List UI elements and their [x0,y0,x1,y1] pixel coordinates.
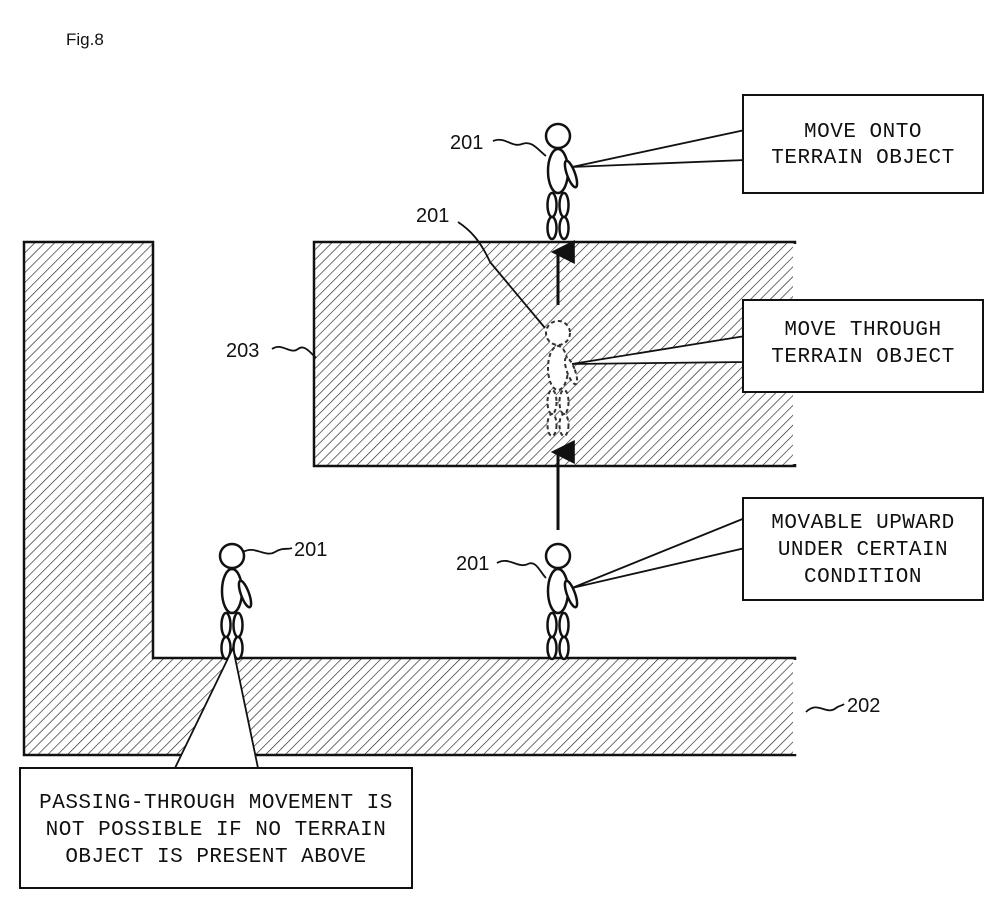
callout-move-onto-line1: MOVE ONTO [804,121,922,144]
leader-line-202 [805,703,845,713]
callout-move-through-line2: TERRAIN OBJECT [771,346,954,369]
label-203: 203 [226,340,259,362]
callout-move-through-box [742,299,984,393]
callout-movable-upward-line3: CONDITION [804,566,922,589]
callout-move-onto-pointer [571,128,746,168]
callout-movable-upward-box [742,497,984,601]
callout-passing-through-line2: NOT POSSIBLE IF NO TERRAIN [46,819,387,842]
label-201-ghost: 201 [416,205,449,227]
callout-passing-through-box [19,767,413,889]
person-figure-icon [544,122,579,241]
callout-passing-through-line3: OBJECT IS PRESENT ABOVE [65,846,366,869]
person-figure-icon [218,542,253,661]
leader-line-201-left [242,547,293,555]
callout-movable-upward-pointer [571,516,746,589]
label-202: 202 [847,695,880,717]
ground-terrain-object [22,240,797,757]
leader-line-201-ghost [457,221,546,329]
callout-passing-through-line1: PASSING-THROUGH MOVEMENT IS [39,792,393,815]
callout-movable-upward-line1: MOVABLE UPWARD [771,512,954,535]
figure-title: Fig.8 [66,30,104,49]
label-201-left: 201 [294,539,327,561]
callout-move-through-line1: MOVE THROUGH [784,319,941,342]
person-figure-icon [544,542,579,661]
dashed-person-figure-icon [545,320,579,437]
label-201-right: 201 [456,553,489,575]
callout-move-onto-line2: TERRAIN OBJECT [771,147,954,170]
leader-line-203 [271,345,317,359]
callout-movable-upward-line2: UNDER CERTAIN [778,539,948,562]
leader-line-201-top [492,138,547,157]
label-201-top: 201 [450,132,483,154]
callout-move-onto-box [742,94,984,194]
leader-line-201-right [496,560,547,579]
